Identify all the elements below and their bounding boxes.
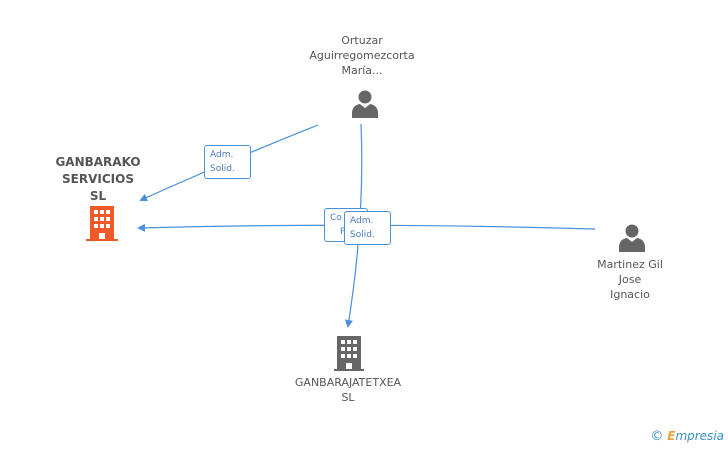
copyright-symbol: © bbox=[650, 429, 664, 444]
person-top-name-line: Ortuzar bbox=[341, 34, 383, 47]
role-badge[interactable]: Adm. Solid. bbox=[344, 211, 391, 245]
person-icon[interactable] bbox=[351, 89, 379, 118]
person-icon[interactable] bbox=[618, 223, 646, 252]
company-main-name-line: SL bbox=[89, 189, 107, 203]
person-top-name[interactable]: Ortuzar Aguirregomezcorta María... bbox=[282, 33, 442, 78]
company-bottom-name[interactable]: GANBARAJATETXEA SL bbox=[268, 375, 428, 405]
person-top-name-line: Aguirregomezcorta bbox=[309, 49, 415, 62]
building-icon[interactable] bbox=[334, 336, 364, 371]
empresia-watermark[interactable]: © Empresia bbox=[650, 429, 724, 444]
person-right-name-line: Jose bbox=[618, 273, 642, 286]
company-main-name[interactable]: GANBARAKO SERVICIOS SL bbox=[38, 154, 158, 205]
company-bottom-name-line: SL bbox=[341, 391, 355, 404]
person-right-name[interactable]: Martinez Gil Jose Ignacio bbox=[580, 257, 680, 302]
role-badge-line: Adm. bbox=[210, 150, 234, 160]
person-right-name-line: Martinez Gil bbox=[597, 258, 663, 271]
building-icon[interactable] bbox=[86, 206, 118, 241]
company-bottom-name-line: GANBARAJATETXEA bbox=[294, 376, 402, 389]
company-main-name-line: GANBARAKO bbox=[55, 155, 141, 169]
person-top-name-line: María... bbox=[341, 64, 383, 77]
brand-logo-letter: E bbox=[667, 429, 676, 443]
person-right-name-line: Ignacio bbox=[610, 288, 650, 301]
role-badge-line: P bbox=[340, 227, 346, 237]
role-badge-line: Solid. bbox=[210, 164, 235, 174]
company-main-name-line: SERVICIOS bbox=[62, 172, 134, 186]
role-badge[interactable]: Adm. Solid. bbox=[204, 145, 251, 179]
role-badge-line: Co bbox=[330, 213, 342, 223]
role-badge-line: Solid. bbox=[350, 230, 375, 240]
brand-logo-text: mpresia bbox=[675, 429, 724, 443]
role-badge-line: Adm. bbox=[350, 216, 374, 226]
